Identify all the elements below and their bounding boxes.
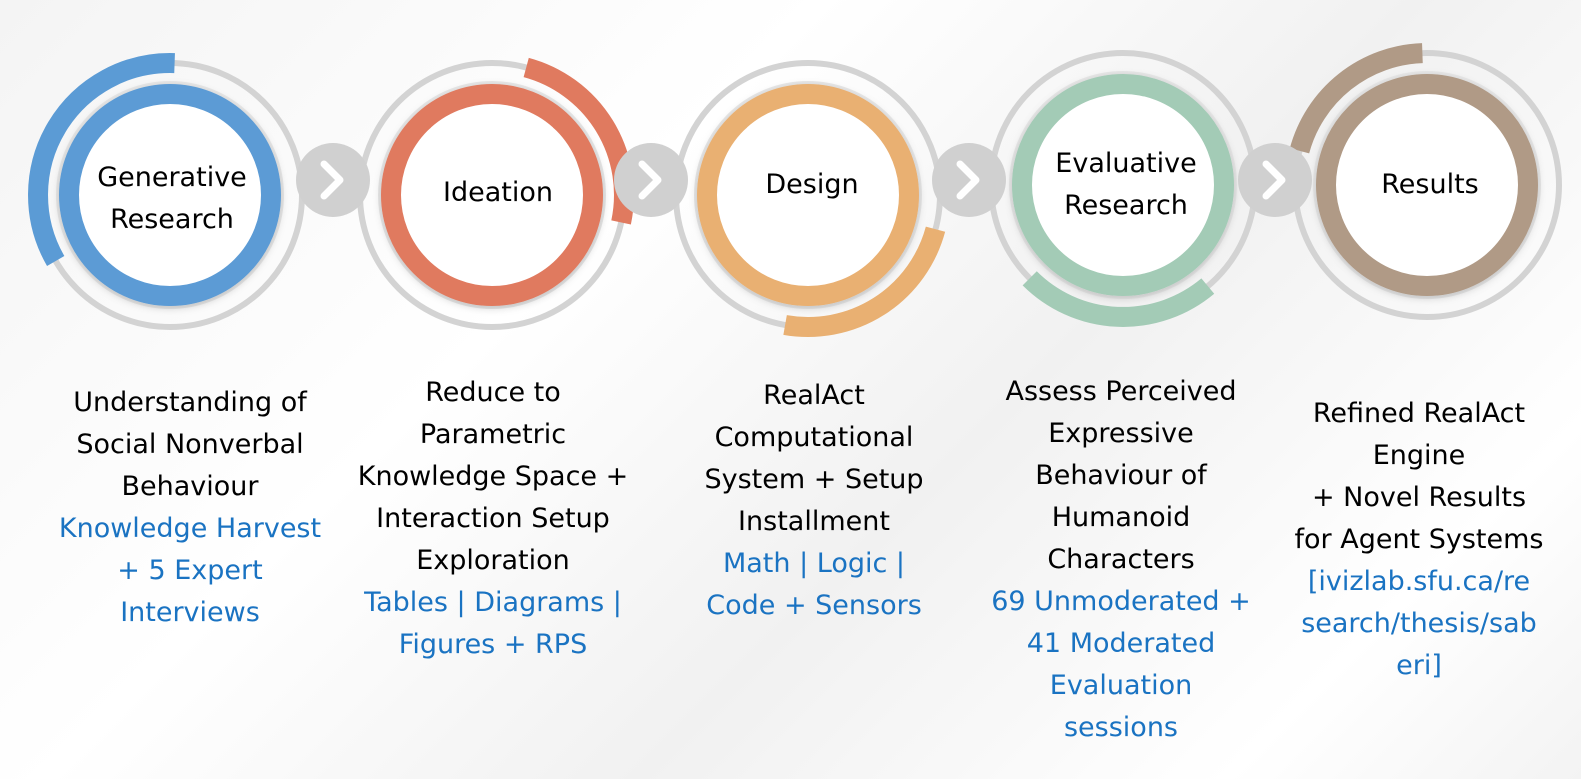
stage-2-description: Reduce to Parametric Knowledge Space + I… <box>357 377 629 576</box>
chevron-arrow-1 <box>320 160 344 200</box>
stage-3-subtext: Math | Logic | Code + Sensors <box>706 548 922 621</box>
chevron-right-icon-2 <box>614 143 688 217</box>
chevron-circle-4 <box>1238 143 1312 217</box>
stage-1-title: Generative Research <box>97 162 247 235</box>
chevron-arrow-3 <box>956 160 980 200</box>
stage-4-ring <box>1012 74 1234 296</box>
stage-2-node <box>357 57 634 330</box>
chevron-right-icon-3 <box>932 143 1006 217</box>
stage-5-description: Refined RealAct Engine + Novel Results f… <box>1294 398 1544 555</box>
chevron-circle-2 <box>614 143 688 217</box>
stage-4-details: Assess Perceived Expressive Behaviour of… <box>971 371 1271 749</box>
stage-1-subtext: Knowledge Harvest + 5 Expert Interviews <box>58 513 322 628</box>
chevron-right-icon-1 <box>296 143 370 217</box>
stage-2-details: Reduce to Parametric Knowledge Space + I… <box>343 372 643 666</box>
stage-4-progress-arc <box>1022 271 1215 327</box>
stage-3-node <box>673 60 946 337</box>
stage-5-details: Refined RealAct Engine + Novel Results f… <box>1269 393 1569 687</box>
stage-1-details: Understanding of Social Nonverbal Behavi… <box>40 382 340 634</box>
chevron-circle-1 <box>296 143 370 217</box>
stage-3-progress-arc <box>783 226 946 337</box>
stage-4-node <box>988 50 1258 327</box>
stage-5-node <box>1289 43 1562 320</box>
stage-3-details: RealAct Computational System + Setup Ins… <box>664 375 964 627</box>
stage-2-subtext: Tables | Diagrams | Figures + RPS <box>364 587 622 660</box>
stage-3-title: Design <box>765 169 859 200</box>
chevron-circle-3 <box>932 143 1006 217</box>
stage-4-description: Assess Perceived Expressive Behaviour of… <box>1005 376 1237 575</box>
stage-4-title: Evaluative Research <box>1055 148 1197 221</box>
stage-5-progress-arc <box>1289 43 1423 154</box>
stage-1-ring <box>59 84 281 306</box>
stage-1-description: Understanding of Social Nonverbal Behavi… <box>73 387 307 502</box>
stage-5-title: Results <box>1381 169 1479 200</box>
chevron-arrow-4 <box>1262 160 1286 200</box>
stage-1-node <box>28 53 305 330</box>
stage-5-subtext: [ivizlab.sfu.ca/re search/thesis/sab eri… <box>1301 566 1537 681</box>
stage-5-ring <box>1316 74 1538 296</box>
stage-3-description: RealAct Computational System + Setup Ins… <box>704 380 924 537</box>
stage-3-ring <box>697 84 919 306</box>
stage-1-progress-arc <box>28 53 175 266</box>
stage-4-subtext: 69 Unmoderated + 41 Moderated Evaluation… <box>991 586 1251 743</box>
chevron-right-icon-4 <box>1238 143 1312 217</box>
stage-2-title: Ideation <box>443 177 553 208</box>
chevron-arrow-2 <box>638 160 662 200</box>
stage-2-ring <box>381 84 603 306</box>
